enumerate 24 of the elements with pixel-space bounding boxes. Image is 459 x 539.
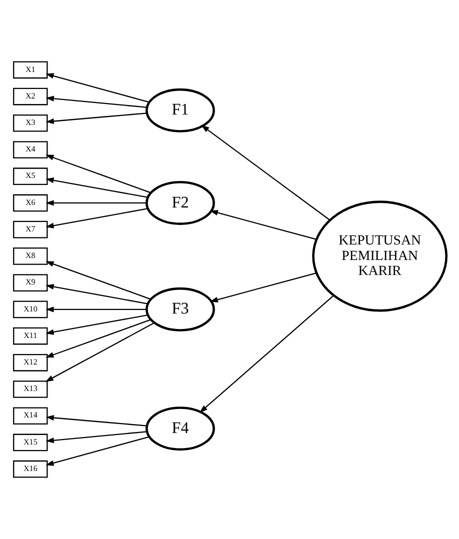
arrow: [45, 178, 148, 198]
arrow: [198, 295, 334, 413]
arrow: [45, 431, 146, 444]
arrow: [45, 261, 150, 300]
arrow: [45, 96, 146, 108]
arrow: [45, 414, 146, 426]
node-ellipse: F3: [145, 287, 214, 332]
node-ellipse: KEPUTUSAN PEMILIHAN KARIR: [312, 200, 448, 312]
arrow: [209, 272, 316, 302]
arrow: [200, 124, 330, 221]
arrow: [45, 319, 150, 358]
arrow: [45, 436, 149, 466]
arrow: [45, 208, 148, 228]
node-ellipse: F4: [145, 406, 214, 451]
arrow: [45, 306, 146, 312]
arrow: [44, 322, 154, 382]
arrow: [45, 112, 146, 124]
arrow: [45, 284, 148, 304]
arrow: [45, 314, 148, 335]
arrow: [45, 73, 149, 103]
arrow: [45, 154, 150, 194]
arrow: [209, 210, 316, 240]
node-ellipse: F2: [145, 180, 214, 225]
arrow: [45, 200, 146, 206]
